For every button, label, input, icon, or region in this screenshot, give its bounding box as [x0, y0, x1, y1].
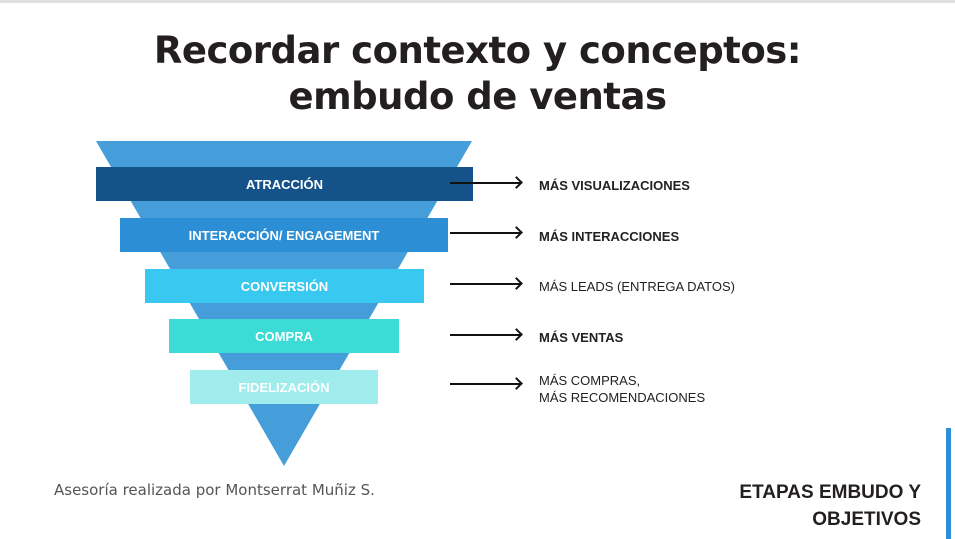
slide-title: Recordar contexto y conceptos: embudo de…: [0, 28, 955, 120]
stage-interaccion: INTERACCIÓN/ ENGAGEMENT: [120, 218, 448, 252]
objective-text: MÁS COMPRAS, MÁS RECOMENDACIONES: [539, 372, 705, 406]
arrow-right-icon: [450, 334, 520, 336]
section-line-2: OBJETIVOS: [812, 509, 921, 530]
stage-conversion: CONVERSIÓN: [145, 269, 424, 303]
objective-line: MÁS RECOMENDACIONES: [539, 390, 706, 405]
accent-bar: [946, 428, 951, 539]
stage-label: COMPRA: [255, 328, 313, 344]
credit-text: Asesoría realizada por Montserrat Muñiz …: [54, 481, 375, 499]
arrow-right-icon: [450, 383, 520, 385]
objective-text: MÁS VENTAS: [539, 330, 624, 345]
stage-label: CONVERSIÓN: [240, 278, 329, 294]
top-divider: [0, 0, 955, 3]
objective-text: MÁS INTERACCIONES: [539, 229, 680, 244]
objective-text: MÁS LEADS (ENTREGA DATOS): [539, 279, 736, 294]
section-line-1: ETAPAS EMBUDO Y: [739, 482, 921, 503]
stage-atraccion: ATRACCIÓN: [96, 167, 473, 201]
stage-compra: COMPRA: [169, 319, 399, 353]
title-line-2: embudo de ventas: [288, 75, 667, 118]
stage-label: ATRACCIÓN: [245, 176, 324, 192]
title-line-1: Recordar contexto y conceptos:: [153, 29, 802, 72]
arrow-right-icon: [450, 182, 520, 184]
objective-line: MÁS COMPRAS,: [539, 373, 641, 388]
objective-text: MÁS VISUALIZACIONES: [539, 178, 690, 193]
arrow-right-icon: [450, 232, 520, 234]
arrow-right-icon: [450, 283, 520, 285]
section-label: ETAPAS EMBUDO Y OBJETIVOS: [739, 479, 921, 533]
stage-label: INTERACCIÓN/ ENGAGEMENT: [188, 227, 380, 243]
stage-fidelizacion: FIDELIZACIÓN: [190, 370, 378, 404]
stage-label: FIDELIZACIÓN: [238, 379, 330, 395]
